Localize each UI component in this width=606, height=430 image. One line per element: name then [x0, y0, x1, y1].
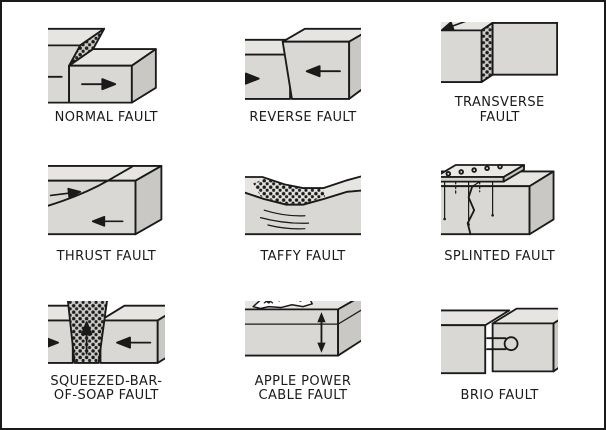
strap-end	[466, 223, 470, 226]
panel-transverse-fault: TRANSVERSE FAULT	[441, 22, 558, 129]
stretch-line	[259, 217, 310, 224]
splinted-fault-diagram	[441, 164, 555, 236]
right-block	[68, 47, 158, 104]
panel-taffy-fault: TAFFY FAULT	[244, 161, 362, 268]
right-block	[281, 27, 362, 100]
right-block	[491, 308, 558, 373]
squeezed-bar-of-soap-fault-diagram	[48, 300, 165, 364]
splint-plank	[441, 164, 525, 183]
panel-brio-fault: BRIO FAULT	[441, 301, 558, 408]
panel-caption: TAFFY FAULT	[260, 249, 346, 265]
stretched-block	[244, 175, 362, 236]
panel-caption: THRUST FAULT	[56, 249, 157, 265]
panel-caption: NORMAL FAULT	[54, 109, 159, 125]
cable-block	[244, 300, 362, 357]
double-arrow	[317, 312, 326, 353]
fault-crack	[466, 185, 475, 236]
frayed-tear	[252, 300, 313, 310]
panel-caption: SQUEEZED-BAR- OF-SOAP FAULT	[50, 373, 163, 404]
rock-block	[441, 170, 555, 236]
screw-icon	[483, 165, 490, 172]
reverse-fault-diagram	[244, 27, 362, 100]
panel-squeezed-bar-of-soap-fault: SQUEEZED-BAR- OF-SOAP FAULT	[48, 300, 165, 408]
brio-connector	[485, 336, 519, 352]
panel-caption: APPLE POWER CABLE FAULT	[254, 373, 352, 404]
left-block	[48, 27, 106, 104]
screw-icon	[445, 171, 451, 177]
left-block	[441, 309, 510, 375]
right-block	[99, 304, 165, 364]
wire-strand	[263, 300, 274, 304]
right-block	[491, 22, 558, 76]
panel-caption: SPLINTED FAULT	[444, 249, 556, 265]
apple-power-cable-fault-diagram	[244, 300, 362, 357]
stretch-line	[267, 224, 306, 230]
left-block	[441, 22, 496, 84]
transverse-fault-diagram	[441, 22, 558, 84]
panel-thrust-fault: THRUST FAULT	[48, 161, 165, 268]
strap-end	[490, 214, 494, 217]
panel-reverse-fault: REVERSE FAULT	[244, 22, 362, 129]
strap-end	[442, 217, 446, 221]
stretch-line	[263, 209, 306, 217]
panel-normal-fault: NORMAL FAULT	[48, 22, 165, 129]
normal-fault-diagram	[48, 27, 158, 104]
screw-icon	[496, 164, 503, 170]
panel-splinted-fault: SPLINTED FAULT	[441, 161, 558, 268]
panel-caption: TRANSVERSE FAULT	[454, 95, 545, 125]
taffy-texture	[253, 178, 326, 204]
panel-caption: REVERSE FAULT	[249, 109, 357, 125]
panel-caption: BRIO FAULT	[460, 388, 539, 404]
panel-apple-power-cable-fault: APPLE POWER CABLE FAULT	[244, 300, 362, 408]
fault-trace	[48, 166, 134, 207]
cable-layer-line	[337, 309, 362, 325]
connector-knob	[503, 336, 519, 352]
thrust-fault-diagram	[48, 165, 163, 236]
screw-icon	[458, 169, 464, 175]
taffy-fault-diagram	[244, 175, 362, 236]
brio-fault-diagram	[441, 308, 558, 375]
screw-icon	[471, 167, 477, 173]
